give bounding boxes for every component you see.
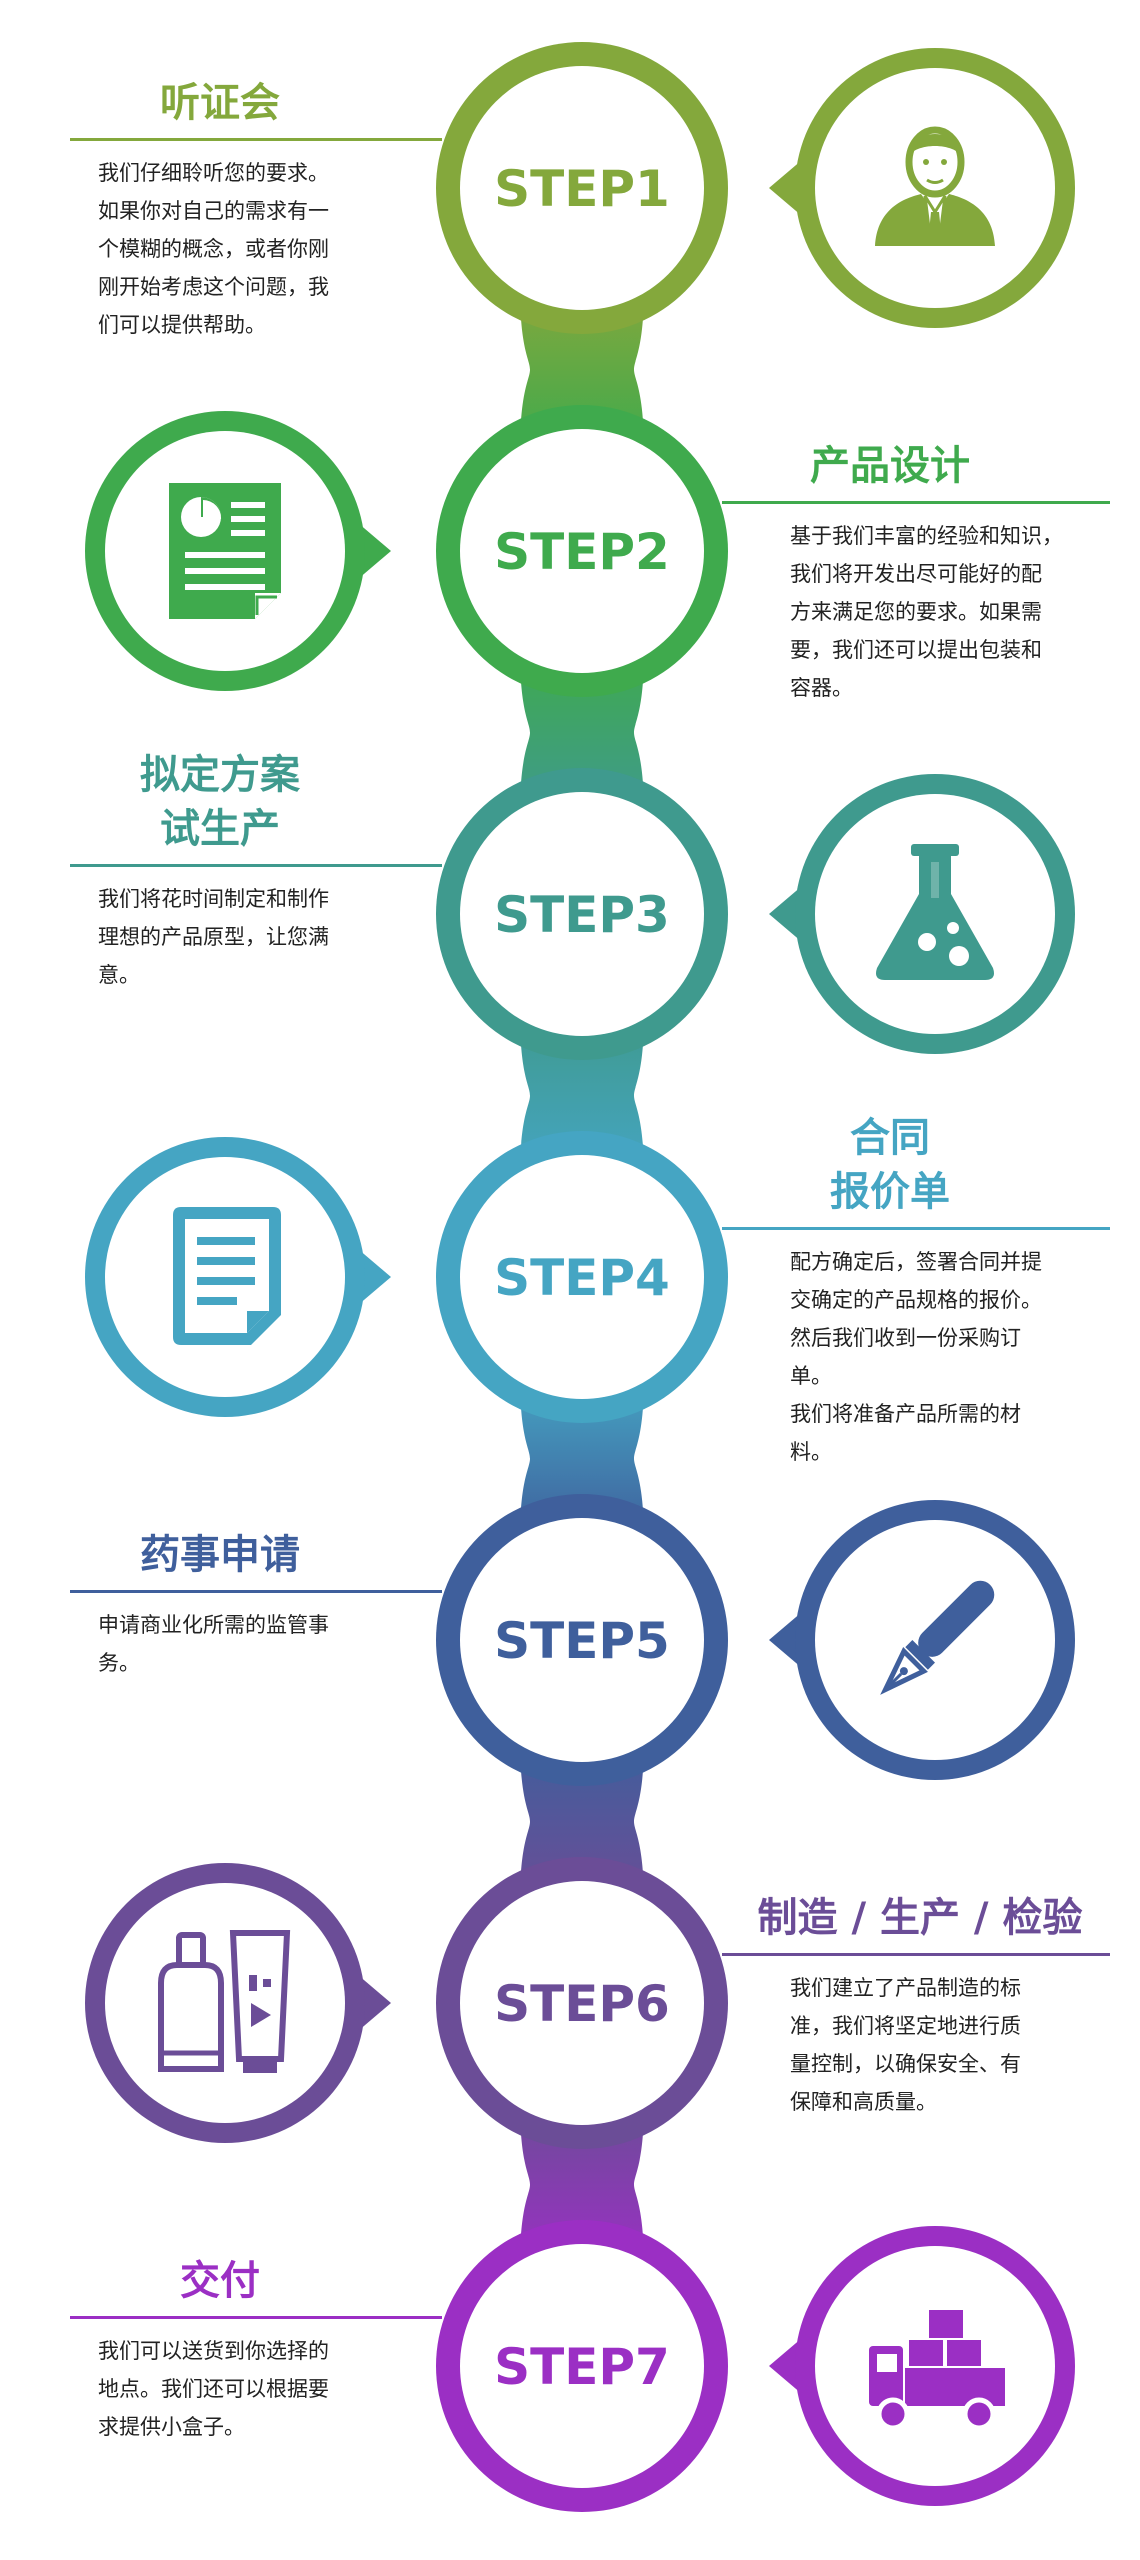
step-title: 交付 — [70, 2254, 370, 2308]
step-description: 基于我们丰富的经验和知识， 我们将开发出尽可能好的配 方来满足您的要求。如果需 … — [790, 524, 1063, 700]
step-description: 我们建立了产品制造的标 准，我们将坚定地进行质 量控制，以确保安全、有 保障和高… — [790, 1976, 1021, 2114]
step-title-line: 交付 — [180, 2258, 260, 2304]
step-title-line: 药事申请 — [140, 1532, 300, 1578]
step-title: 听证会 — [70, 76, 370, 130]
step-title-line: 试生产 — [160, 806, 280, 852]
title-underline — [70, 1590, 442, 1593]
step-label: STEP5 — [494, 1612, 670, 1670]
title-underline — [722, 1227, 1110, 1230]
step-title-line: 合同 — [850, 1115, 930, 1161]
report-document-icon — [169, 483, 281, 619]
title-underline — [722, 1953, 1110, 1956]
step-label: STEP1 — [494, 160, 670, 218]
title-underline — [722, 501, 1110, 504]
step-description: 我们可以送货到你选择的 地点。我们还可以根据要 求提供小盒子。 — [98, 2339, 329, 2439]
delivery-truck-icon — [869, 2310, 1005, 2431]
title-underline — [70, 864, 442, 867]
step-label: STEP7 — [494, 2338, 670, 2396]
step-title: 拟定方案试生产 — [70, 748, 370, 856]
flask-icon — [876, 844, 994, 980]
title-underline — [70, 138, 442, 141]
step-title-line: 拟定方案 — [140, 752, 300, 798]
businessman-icon — [875, 126, 995, 246]
fountain-pen-icon — [880, 1580, 995, 1695]
step-title: 制造 / 生产 / 检验 — [725, 1891, 1115, 1945]
step-label: STEP6 — [494, 1975, 670, 2033]
title-underline — [70, 2316, 442, 2319]
step-title-line: 报价单 — [830, 1169, 950, 1215]
step-title: 药事申请 — [70, 1528, 370, 1582]
step-title: 产品设计 — [720, 439, 1060, 493]
step-title-line: 产品设计 — [810, 443, 970, 489]
step-label: STEP2 — [494, 523, 670, 581]
step-description: 我们将花时间制定和制作 理想的产品原型，让您满 意。 — [98, 887, 329, 987]
document-icon — [173, 1207, 281, 1345]
step-label: STEP4 — [494, 1249, 670, 1307]
cosmetics-bottles-icon — [158, 1930, 291, 2073]
step-title: 合同报价单 — [720, 1111, 1060, 1219]
step-title-line: 听证会 — [160, 80, 280, 126]
step-label: STEP3 — [494, 886, 670, 944]
step-description: 我们仔细聆听您的要求。 如果你对自己的需求有一 个模糊的概念，或者你刚 刚开始考… — [98, 161, 329, 337]
step-description: 配方确定后，签署合同并提 交确定的产品规格的报价。 然后我们收到一份采购订 单。… — [790, 1250, 1042, 1464]
step-description: 申请商业化所需的监管事 务。 — [98, 1613, 329, 1675]
step-title-line: 制造 / 生产 / 检验 — [757, 1895, 1083, 1941]
